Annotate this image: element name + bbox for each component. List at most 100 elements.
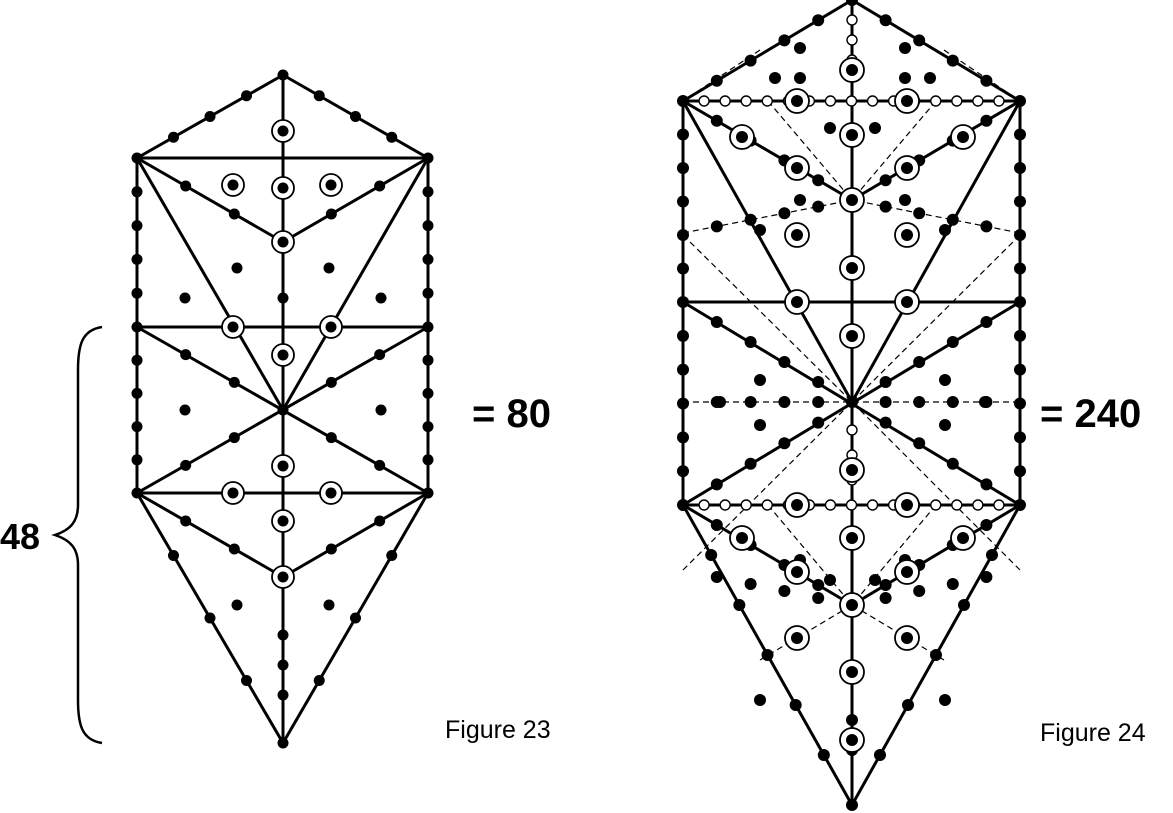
solid-dot [980,519,993,531]
edge-line [681,99,854,404]
ringed-dot [846,464,858,476]
figure-24 [677,0,1026,811]
solid-dot [350,111,361,122]
edge-line [135,156,285,412]
hollow-dot [761,95,773,107]
edge-line [281,491,430,579]
edge-line [682,199,853,234]
solid-dot [313,675,325,686]
solid-dot [422,454,434,466]
ringed-dot [325,179,337,191]
figure-24-dots [677,0,1026,811]
solid-dot [869,574,881,586]
solid-dot [980,316,993,328]
solid-dot [946,396,959,408]
figure-23-total: = 80 [472,392,551,436]
edge-line [681,0,854,103]
solid-dot [846,396,858,408]
ringed-dot [277,125,289,137]
bracket-brace [51,325,103,745]
edge-line [850,0,1022,103]
solid-dot [710,478,723,491]
solid-dot [778,585,791,597]
solid-dot [677,499,689,511]
hollow-dot [930,499,942,511]
solid-dot [168,550,179,561]
hollow-dot [951,499,963,511]
solid-dot [677,229,689,241]
solid-dot [761,649,774,661]
solid-dot [204,612,216,624]
solid-dot [179,292,191,304]
solid-dot [228,208,240,220]
edge-line [851,401,1021,571]
solid-dot [131,421,143,433]
solid-dot [386,131,398,143]
hollow-dot [698,95,710,107]
hollow-dot [698,499,710,511]
solid-dot [754,224,766,236]
solid-dot [812,416,825,429]
solid-dot [958,599,970,611]
solid-dot [794,194,806,206]
solid-dot [705,549,718,561]
solid-dot [778,356,791,368]
ringed-dot [227,179,239,191]
figure-24-caption: Figure 24 [1040,719,1146,747]
solid-dot [710,316,723,328]
solid-dot [374,515,386,527]
ringed-dot [791,162,803,174]
ringed-dot [791,95,803,107]
solid-dot [812,14,825,27]
solid-dot [979,396,991,408]
solid-dot [869,122,881,134]
solid-dot [879,416,892,429]
solid-dot [1014,329,1026,342]
solid-dot [1014,229,1026,241]
solid-dot [325,543,337,555]
solid-dot [812,592,825,604]
solid-dot [913,437,926,450]
solid-dot [924,72,936,84]
edge-line [850,99,1022,404]
ringed-dot [901,229,913,241]
solid-dot [131,487,143,499]
edge-line [767,100,853,201]
hollow-dot [866,499,879,511]
ringed-dot [277,182,289,194]
solid-dot [375,404,387,416]
hollow-dot [951,95,963,107]
ringed-dot [277,515,289,527]
solid-dot [794,72,806,84]
edge-line [851,504,937,606]
ringed-dot [846,666,858,678]
solid-dot [323,262,335,274]
edge-line [681,503,854,607]
solid-dot [1014,465,1026,478]
solid-dot [846,0,858,6]
solid-dot [980,74,993,87]
hollow-dot [866,95,879,107]
solid-dot [386,550,398,561]
solid-dot [375,292,387,304]
solid-dot [179,404,191,416]
solid-dot [1014,431,1026,444]
solid-dot [422,354,434,366]
solid-dot [422,253,434,265]
solid-dot [812,376,825,388]
solid-dot [131,387,143,399]
solid-dot [231,599,243,611]
edge-line [135,491,285,579]
solid-dot [824,574,836,586]
solid-dot [228,543,240,555]
solid-dot [754,374,766,386]
ringed-dot [791,296,803,308]
solid-dot [913,396,926,408]
solid-dot [1014,363,1026,376]
solid-dot [744,396,757,408]
solid-dot [778,207,791,220]
ringed-dot [846,330,858,342]
solid-dot [1014,162,1026,174]
solid-dot [180,515,192,527]
ringed-dot [791,566,803,578]
